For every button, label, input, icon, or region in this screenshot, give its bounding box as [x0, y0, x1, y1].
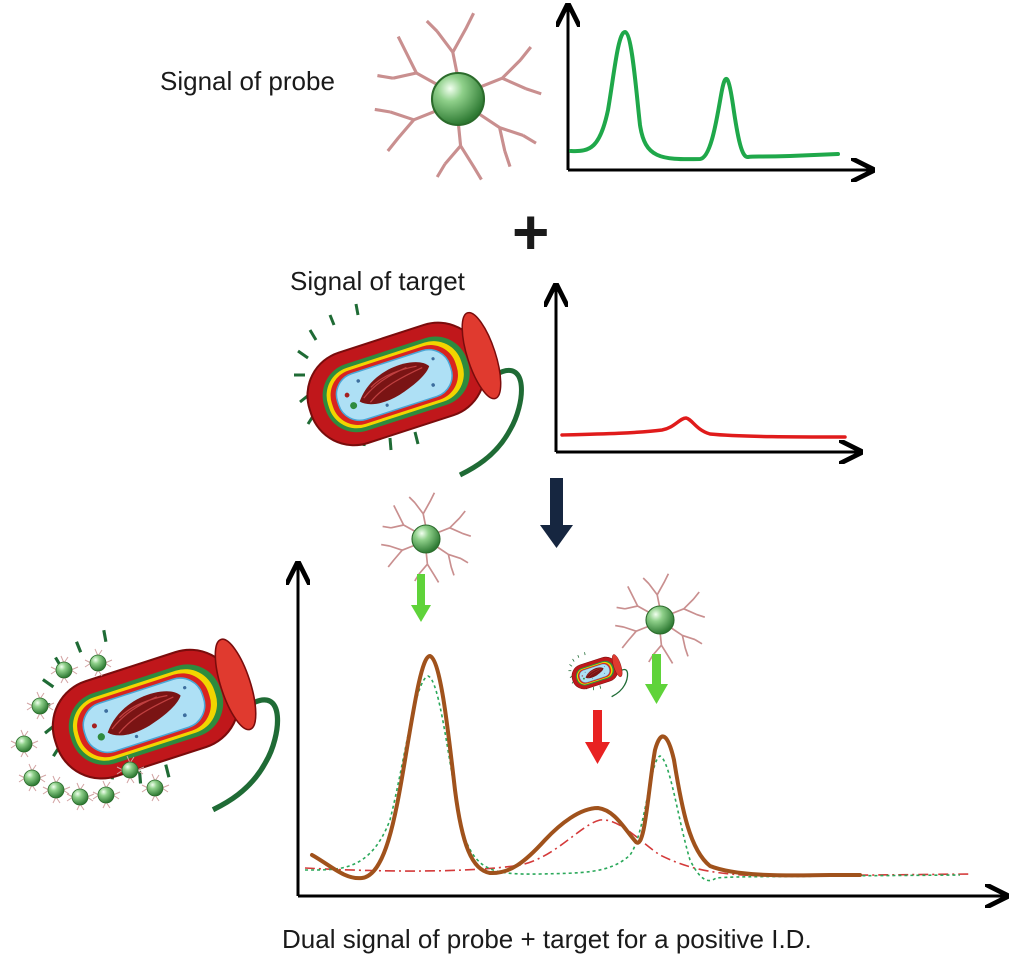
target-component-curve	[304, 819, 971, 877]
probe-marker-icon	[614, 572, 706, 665]
target-signal-curve	[560, 416, 847, 439]
target-signal-label: Signal of target	[290, 266, 465, 296]
dual-signal-caption: Dual signal of probe + target for a posi…	[282, 924, 812, 954]
probe-labeled-bacterium-icon	[10, 630, 278, 810]
probe-signal-label: Signal of probe	[160, 66, 335, 96]
small-bacterium-icon	[567, 651, 629, 698]
probe-signal-plot	[568, 8, 870, 170]
probe-marker-icon	[380, 491, 472, 584]
probe-icon	[373, 11, 543, 182]
probe-arrow-left	[411, 574, 431, 622]
combined-signal-plot	[298, 566, 1004, 896]
process-arrow-down	[540, 478, 573, 548]
bacterium-icon	[294, 304, 521, 475]
combined-signal-curve	[310, 654, 862, 881]
target-arrow	[585, 710, 610, 764]
probe-signal-curve	[569, 30, 840, 162]
plus-sign: +	[512, 196, 550, 268]
probe-arrow-right	[645, 654, 668, 704]
target-signal-plot	[556, 288, 858, 452]
